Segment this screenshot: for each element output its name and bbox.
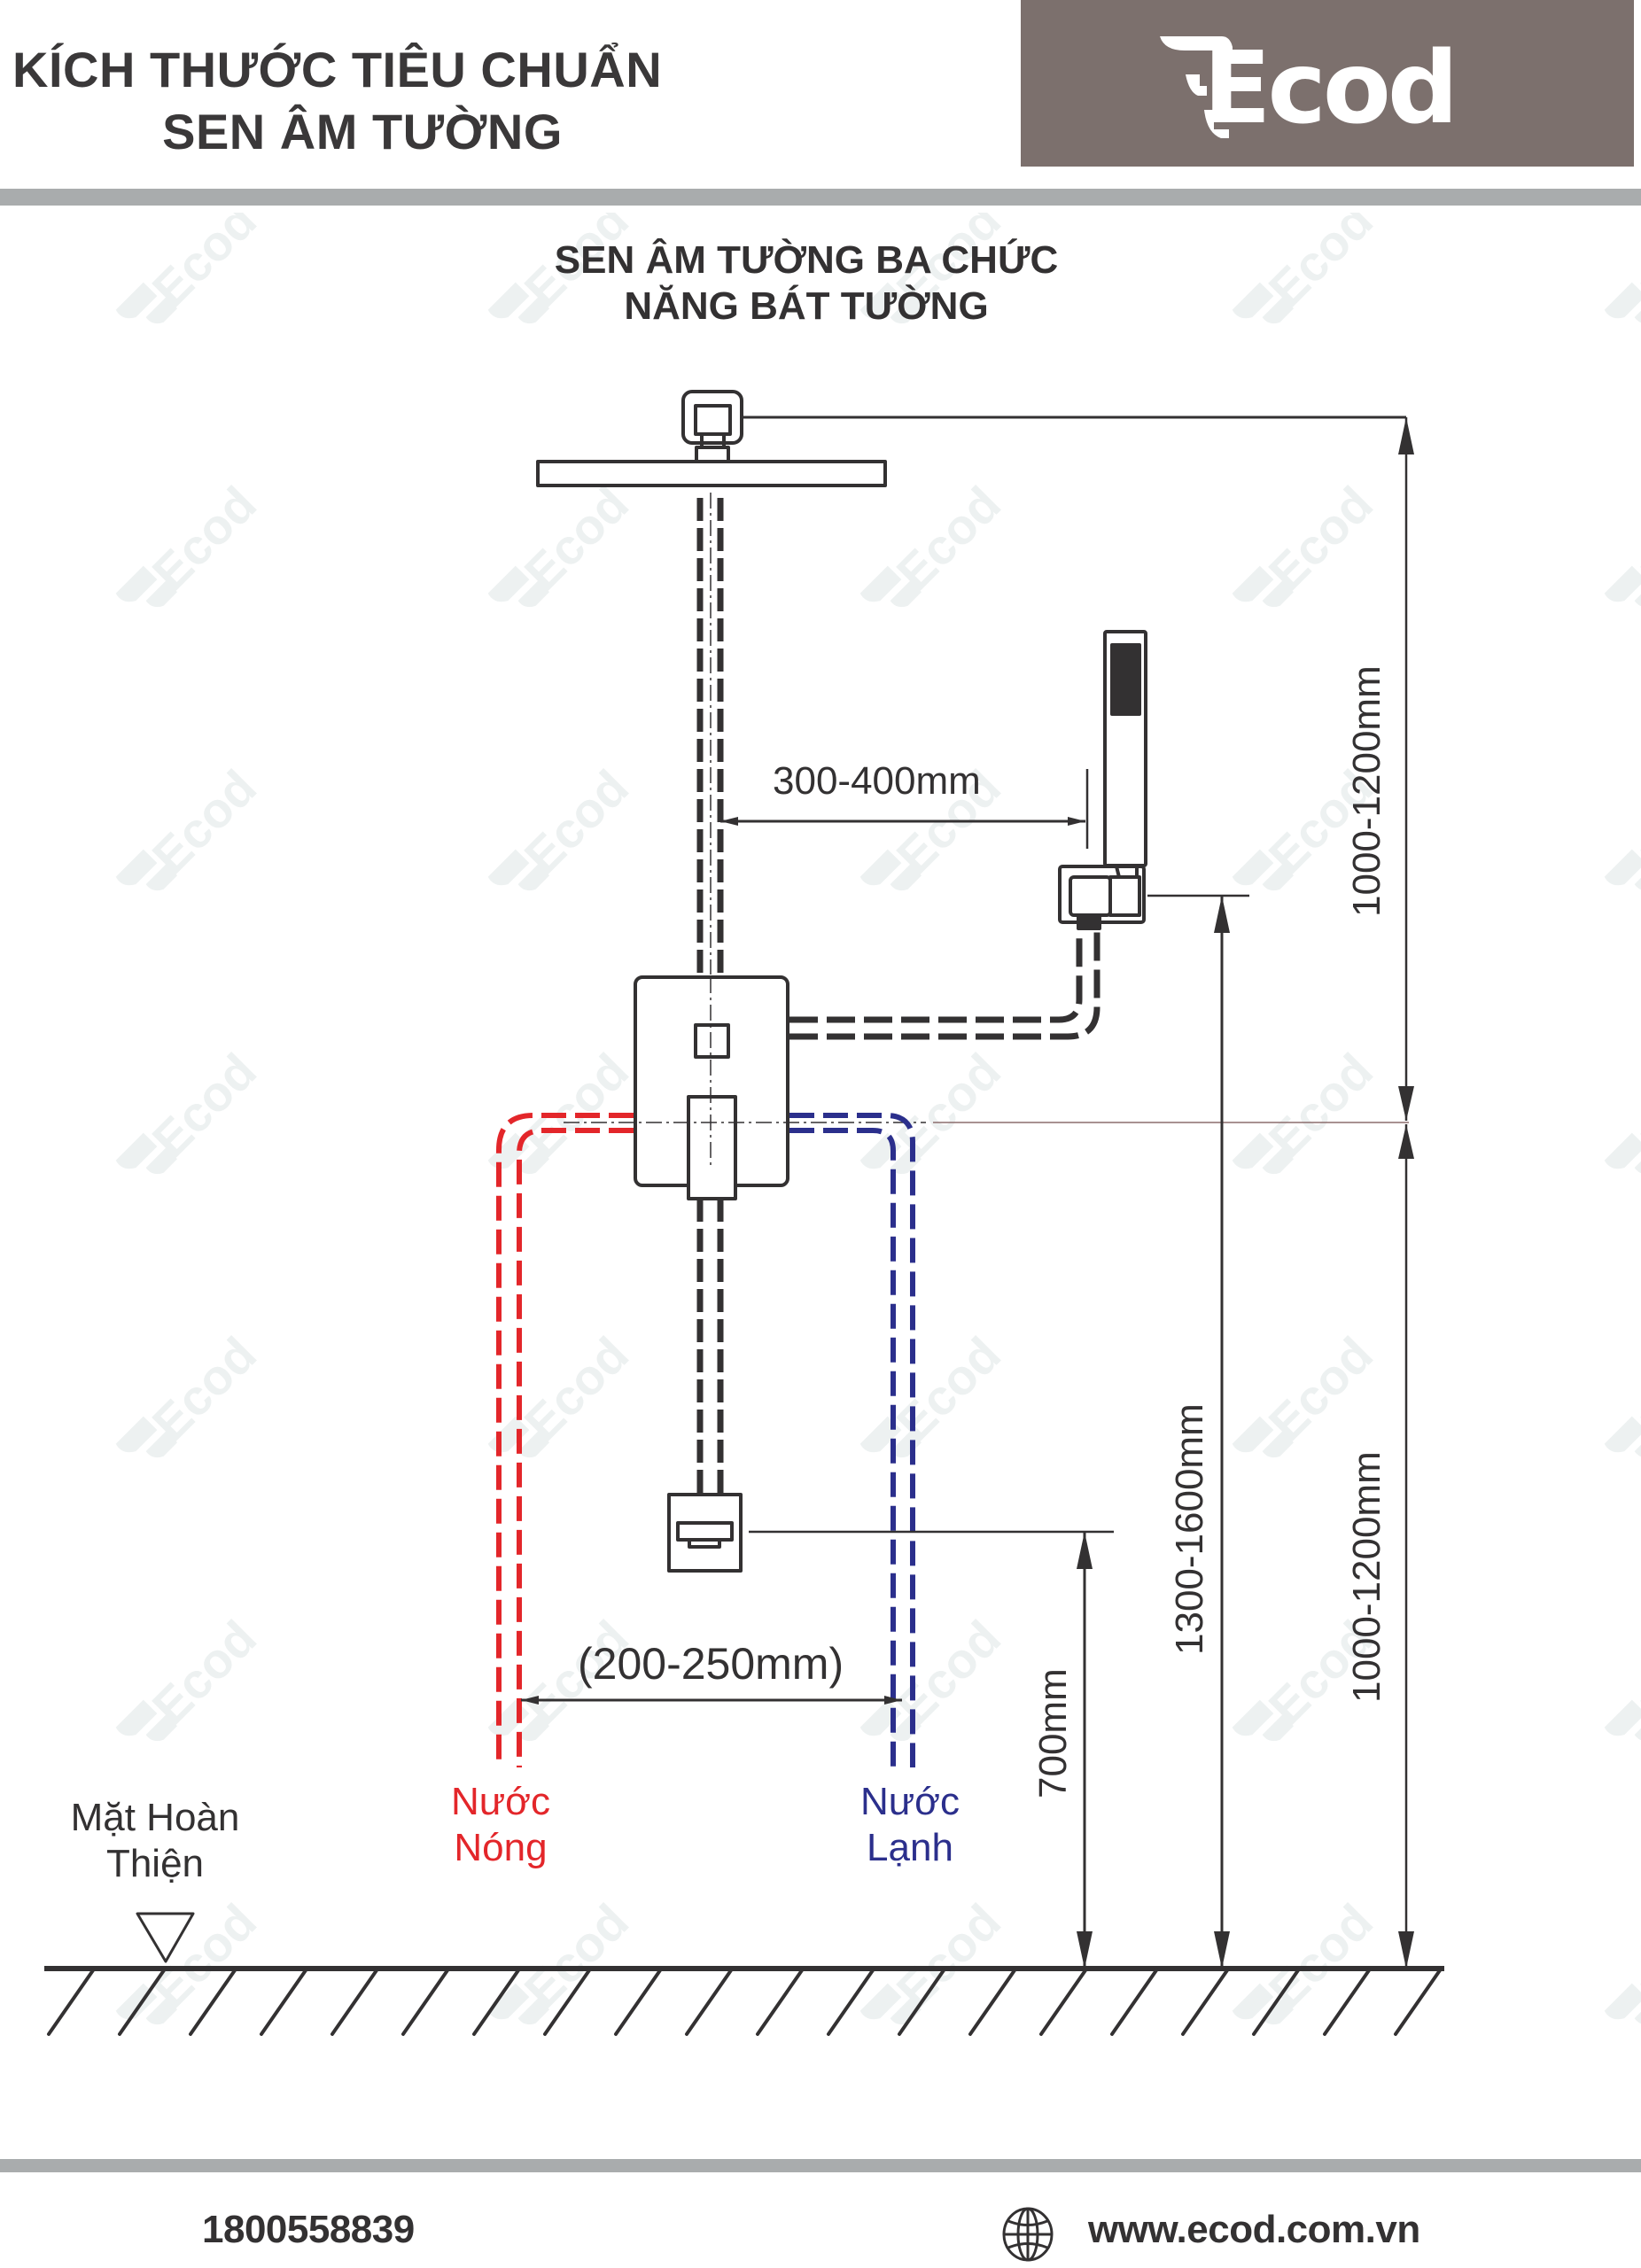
logo-text: Ecod [1203,31,1455,146]
hatch-line [1394,1969,1442,2036]
watermark-layer [0,213,1641,2153]
hatch-line [118,1969,166,2036]
label-head-to-valve: 1000-1200mm [1345,665,1388,917]
label-cold-water: Nước Lạnh [859,1780,960,1869]
ecod-logo-icon: Ecod [1160,31,1458,146]
hatch-line [968,1969,1016,2036]
floor-level-marker-icon [136,1912,195,1963]
handshower-supply-pipe [789,930,1100,1040]
hand-shower [1058,630,1147,930]
mixer-valve [634,975,789,1200]
hatch-line [189,1969,237,2036]
hatch-line [685,1969,733,2036]
label-hot-water: Nước Nóng [450,1780,551,1869]
diagram-title-line1: SEN ÂM TƯỜNG BA CHỨC [554,238,1059,282]
floor-hatching [47,1969,1442,2036]
finished-floor [44,1912,1444,2036]
diagram-title: SEN ÂM TƯỜNG BA CHỨC NĂNG BÁT TƯỜNG [496,237,1116,330]
page-title: KÍCH THƯỚC TIÊU CHUẨN SEN ÂM TƯỜNG [12,39,712,163]
hatch-line [827,1969,875,2036]
hatch-line [401,1969,449,2036]
hatch-line [472,1969,520,2036]
footer-divider [0,2159,1641,2172]
label-finished-floor: Mặt Hoàn Thiện [70,1796,240,1885]
hatch-line [543,1969,591,2036]
label-hot-cold-spacing: (200-250mm) [578,1639,844,1689]
diagram-title-line2: NĂNG BÁT TƯỜNG [624,284,989,328]
page-title-line1: KÍCH THƯỚC TIÊU CHUẨN [12,42,663,97]
label-valve-to-floor: 1000-1200mm [1345,1451,1388,1703]
rain-shower-head [536,390,887,487]
cold-water-pipe [789,1113,915,1767]
hatch-line [331,1969,378,2036]
hatch-line [898,1969,945,2036]
label-valve-to-handshower: 300-400mm [773,759,981,803]
page-title-line2: SEN ÂM TƯỜNG [162,104,563,159]
hatch-line [756,1969,804,2036]
hatch-line [1110,1969,1158,2036]
label-spout-height: 700mm [1031,1668,1075,1798]
spout-supply-pipe [696,1199,724,1495]
hatch-line [1252,1969,1300,2036]
hatch-line [260,1969,307,2036]
label-holder-height: 1300-1600mm [1168,1403,1211,1655]
head-supply-pipe [696,498,724,977]
website-link[interactable]: www.ecod.com.vn [1088,2208,1420,2251]
header-divider [0,189,1641,206]
hot-water-pipe [496,1113,634,1767]
hatch-line [1039,1969,1087,2036]
tub-spout [667,1493,743,1573]
globe-icon [1002,2207,1054,2262]
hatch-line [1181,1969,1229,2036]
brand-logo: Ecod [1021,0,1634,167]
hatch-line [1323,1969,1371,2036]
hatch-line [614,1969,662,2036]
hatch-line [47,1969,95,2036]
hotline-phone: 1800558839 [202,2208,415,2251]
